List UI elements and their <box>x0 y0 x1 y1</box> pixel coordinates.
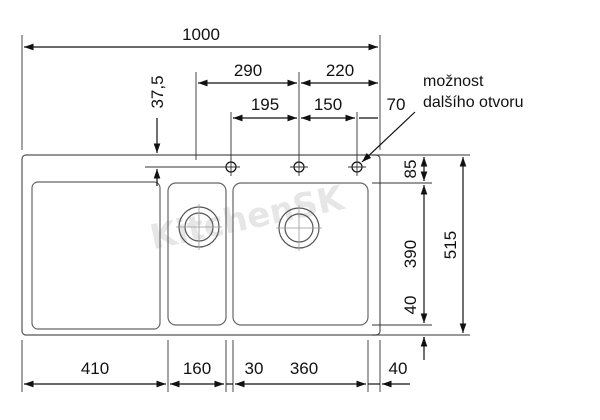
drain-large <box>276 205 322 251</box>
tap-holes <box>222 158 366 176</box>
dim-40-vertical: 40 <box>401 296 428 360</box>
extension-lines <box>21 35 470 392</box>
watermark: KitchenSK <box>147 178 349 258</box>
svg-text:85: 85 <box>401 160 420 179</box>
dim-390: 390 <box>401 185 428 323</box>
svg-text:220: 220 <box>326 61 354 80</box>
svg-text:290: 290 <box>234 61 262 80</box>
dim-160: 160 <box>170 359 224 388</box>
drain-small <box>176 204 222 250</box>
dim-85: 85 <box>401 157 428 181</box>
svg-text:37,5: 37,5 <box>148 75 167 108</box>
svg-text:150: 150 <box>314 95 342 114</box>
svg-text:410: 410 <box>81 359 109 378</box>
svg-text:možnost: možnost <box>423 73 484 90</box>
svg-text:195: 195 <box>251 95 279 114</box>
dim-410: 410 <box>24 359 166 388</box>
dim-220: 220 <box>301 61 378 87</box>
svg-text:30: 30 <box>245 359 264 378</box>
dim-195: 195 <box>233 95 297 122</box>
sink-outline <box>21 154 381 336</box>
dim-515: 515 <box>441 157 467 333</box>
drainer-area <box>31 181 161 330</box>
dim-40-horizontal: 40 <box>368 359 410 388</box>
svg-text:160: 160 <box>183 359 211 378</box>
dim-150: 150 <box>301 95 355 122</box>
svg-text:40: 40 <box>401 296 420 315</box>
dim-30: 30 <box>226 359 264 385</box>
svg-text:40: 40 <box>389 359 408 378</box>
dim-total-width: 1000 <box>24 25 378 51</box>
svg-text:515: 515 <box>441 231 460 259</box>
dim-70: 70 <box>359 95 406 119</box>
note-extra-hole: možnost dalšího otvoru <box>361 73 524 163</box>
svg-text:360: 360 <box>290 359 318 378</box>
dim-290: 290 <box>198 61 297 87</box>
svg-text:390: 390 <box>401 240 420 268</box>
dim-hole-offset: 37,5 <box>148 75 167 186</box>
svg-text:70: 70 <box>387 95 406 114</box>
svg-text:1000: 1000 <box>182 25 220 44</box>
svg-text:dalšího otvoru: dalšího otvoru <box>423 94 524 111</box>
large-bowl <box>232 182 369 326</box>
small-bowl <box>167 182 227 326</box>
dim-360: 360 <box>235 359 366 388</box>
